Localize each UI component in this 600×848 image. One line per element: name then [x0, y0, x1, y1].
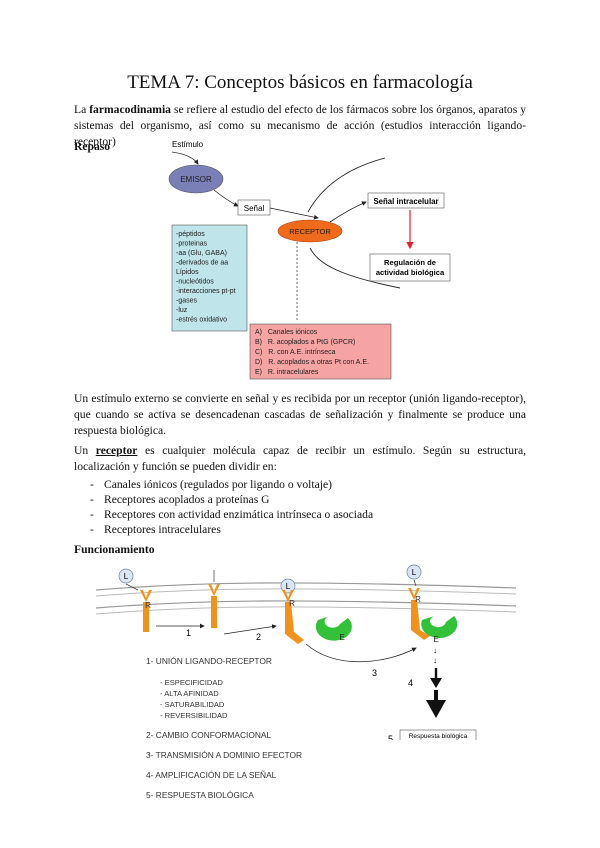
list-item: Receptores acoplados a proteínas G — [74, 492, 373, 507]
emisor-label: EMISOR — [180, 175, 212, 184]
receptor-type-item: B) R. acoplados a PtG (GPCR) — [255, 339, 355, 346]
term-receptor: receptor — [95, 444, 138, 457]
svg-text:5: 5 — [388, 734, 393, 740]
step-1: 1- UNIÓN LIGANDO-RECEPTOR — [146, 656, 272, 666]
list-item: Receptores intracelulares — [74, 522, 373, 537]
intracellular-label: Señal intracelular — [373, 197, 438, 206]
receptor-type-item: C) R. con A.E. intrínseca — [255, 349, 336, 356]
funcionamiento-diagram: L R L R E L R E 1 — [96, 564, 516, 740]
stimulus-label: Estímulo — [172, 140, 204, 149]
repaso-diagram: Estímulo EMISOR Señal RECEPTOR Señal int… — [168, 140, 451, 380]
page-title: TEMA 7: Conceptos básicos en farmacologí… — [127, 72, 473, 93]
regulation-label-2: actividad biológica — [376, 268, 445, 277]
step-1b: - ALTA AFINIDAD — [160, 689, 219, 698]
svg-text:R: R — [289, 599, 295, 608]
receptor-3: R — [282, 590, 304, 644]
svg-text:E: E — [433, 635, 438, 644]
signal-type-item: -estrés oxidativo — [176, 317, 227, 324]
amplification-arrows: ↓ ↓ — [426, 646, 446, 718]
svg-text:L: L — [286, 582, 291, 591]
regulation-label-1: Regulación de — [384, 258, 436, 267]
signal-type-item: -aa (Glu, GABA) — [176, 250, 227, 257]
receptor-type-item: E) R. intracelulares — [255, 369, 319, 376]
svg-text:R: R — [145, 601, 151, 610]
receptor-4: R — [408, 588, 430, 640]
svg-text:2: 2 — [256, 632, 261, 642]
step-2: 2- CAMBIO CONFORMACIONAL — [146, 730, 272, 740]
svg-text:L: L — [124, 572, 129, 581]
emisor-shape — [168, 164, 224, 194]
receptor-shape — [277, 219, 343, 243]
signal-types-box — [171, 224, 248, 332]
list-item: Canales iónicos (regulados por ligando o… — [74, 477, 373, 492]
funcionamiento-heading: Funcionamiento — [74, 543, 155, 556]
stimulus-paragraph: Un estímulo externo se convierte en seña… — [74, 392, 526, 437]
signal-type-item: -gases — [176, 298, 198, 305]
receptor-1: R — [140, 590, 152, 632]
receptor-list: Canales iónicos (regulados por ligando o… — [74, 477, 373, 537]
receptor-definition: Un receptor es cualquier molécula capaz … — [74, 444, 527, 473]
signal-type-item: -interacciones pt-pt — [176, 288, 236, 295]
repaso-heading: Repaso — [74, 140, 111, 153]
functioning-steps: 1- UNIÓN LIGANDO-RECEPTOR - ESPECIFICIDA… — [146, 656, 302, 801]
signal-type-item: -proteinas — [176, 241, 208, 248]
svg-text:↓: ↓ — [433, 646, 437, 655]
svg-text:L: L — [412, 568, 417, 577]
signal-type-item: Lípidos — [176, 269, 199, 276]
receptor-label: RECEPTOR — [289, 227, 331, 236]
effector-4: E — [421, 616, 458, 644]
receptor-type-item: D) R. acoplados a otras Pt con A.E. — [255, 359, 369, 366]
step-5: 5- RESPUESTA BIOLÓGICA — [146, 790, 254, 800]
senal-label: Señal — [244, 204, 265, 213]
ligand-1: L — [118, 568, 139, 591]
intro-paragraph: La farmacodinamia se refiere al estudio … — [74, 103, 526, 148]
signal-type-item: -nucleótidos — [176, 279, 214, 286]
step-1a: - ESPECIFICIDAD — [160, 678, 223, 687]
effector-3: E — [315, 616, 352, 642]
receptor-type-item: A) Canales iónicos — [255, 329, 318, 336]
term-farmacodinamia: farmacodinamia — [89, 103, 171, 116]
signal-type-item: -luz — [176, 307, 188, 314]
step-1d: - REVERSIBILIDAD — [160, 711, 228, 720]
svg-text:3: 3 — [372, 668, 377, 678]
list-item: Receptores con actividad enzimática intr… — [74, 507, 373, 522]
svg-text:E: E — [339, 633, 344, 642]
svg-text:4: 4 — [408, 678, 413, 688]
step-4: 4- AMPLIFICACIÓN DE LA SEÑAL — [146, 770, 277, 780]
step-3: 3- TRANSMISIÓN A DOMINIO EFECTOR — [146, 750, 303, 760]
receptor-types-box — [249, 323, 392, 380]
svg-text:R: R — [415, 595, 421, 604]
signal-type-item: -derivados de aa — [176, 260, 228, 267]
signal-type-item: -péptidos — [176, 231, 205, 238]
receptor-2 — [208, 570, 220, 628]
svg-text:↓: ↓ — [433, 656, 437, 665]
step-1c: - SATURABILIDAD — [160, 700, 225, 709]
ligand-3: L — [280, 578, 296, 594]
response-label: Respuesta biológica — [409, 733, 468, 740]
svg-text:1: 1 — [186, 628, 191, 638]
ligand-4: L — [406, 564, 422, 587]
